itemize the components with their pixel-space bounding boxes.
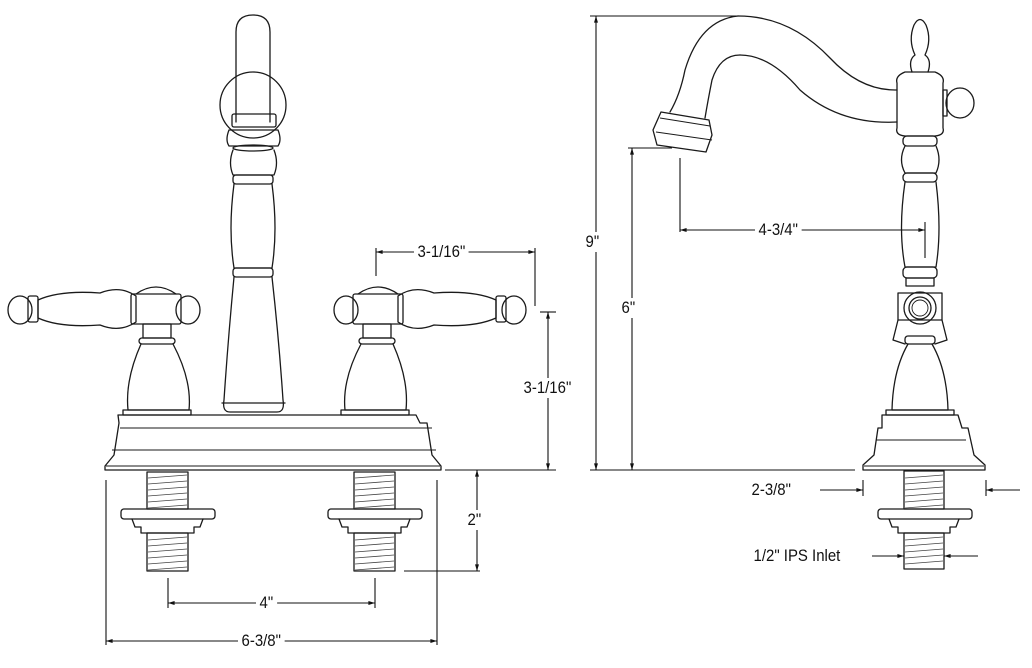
dim-base-width-label: 6-3/8" <box>238 631 285 651</box>
side-base <box>862 414 986 471</box>
side-spout <box>652 15 898 153</box>
dim-center-spacing-label: 4" <box>256 593 277 613</box>
dim-shank-length-label: 2" <box>464 510 485 530</box>
front-dimension-lines <box>105 248 556 645</box>
dim-spout-height-label: 6" <box>618 298 639 318</box>
front-right-shank <box>327 471 423 572</box>
front-right-handle <box>333 286 527 416</box>
front-left-shank <box>120 471 216 572</box>
dim-handle-height-label: 3-1/16" <box>520 378 575 398</box>
side-dimension-lines <box>590 15 1020 558</box>
front-view <box>7 14 556 645</box>
front-spout <box>219 14 287 413</box>
dim-base-depth-label: 2-3/8" <box>748 480 795 500</box>
side-view <box>590 15 1020 570</box>
front-left-handle <box>7 286 201 416</box>
side-body <box>885 18 975 416</box>
dim-inlet-label: 1/2" IPS Inlet <box>750 546 844 566</box>
front-base <box>104 414 442 471</box>
dim-spout-reach-label: 4-3/4" <box>755 220 802 240</box>
dim-handle-reach-label: 3-1/16" <box>414 242 469 262</box>
side-shank <box>877 470 973 570</box>
dim-overall-height-label: 9" <box>582 232 603 252</box>
